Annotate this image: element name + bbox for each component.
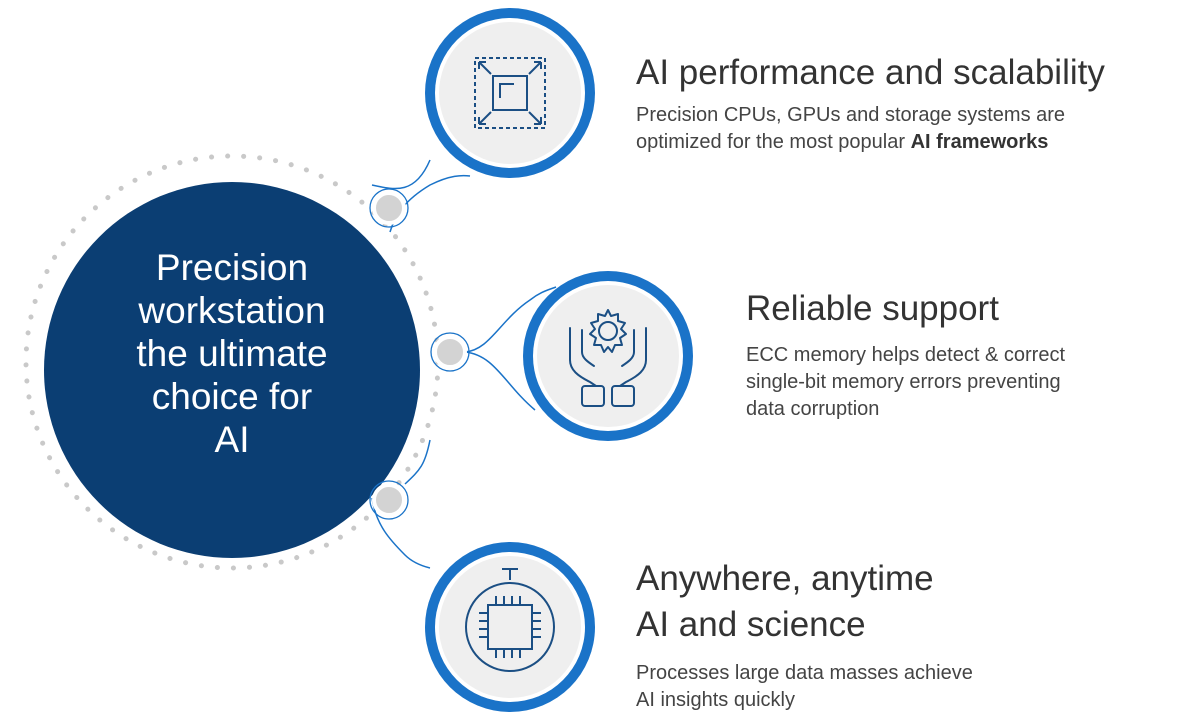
feature-desc-line: single-bit memory errors preventing bbox=[746, 371, 1061, 393]
feature-desc-line: data corruption bbox=[746, 398, 880, 420]
chip-icon bbox=[465, 568, 555, 672]
feature-desc-bold: AI frameworks bbox=[910, 131, 1049, 153]
center-title-line: Precision bbox=[155, 247, 309, 288]
feature-description: ECC memory helps detect & correct single… bbox=[746, 342, 1186, 423]
node-bottom bbox=[372, 483, 406, 517]
feature-title: AI performance and scalability bbox=[636, 53, 1105, 92]
connector-mid-2 bbox=[464, 351, 536, 411]
node-mid-ring bbox=[430, 332, 470, 372]
feature-desc-line: AI insights quickly bbox=[636, 689, 795, 711]
node-top bbox=[372, 191, 406, 225]
feature-description: Processes large data masses achieve AI i… bbox=[636, 660, 1188, 714]
node-bottom-ring bbox=[369, 480, 409, 520]
feature-title-line: Anywhere, anytime bbox=[636, 559, 934, 598]
center-title-line: choice for bbox=[151, 376, 313, 417]
expand-square-icon bbox=[474, 57, 546, 129]
feature-desc-text: optimized for the most popular bbox=[636, 131, 911, 153]
connector-bottom bbox=[371, 497, 431, 569]
feature-title-line: AI and science bbox=[636, 605, 866, 644]
feature-reliable-support: Reliable support ECC memory helps detect… bbox=[746, 288, 1186, 423]
icon-circle-3 bbox=[425, 542, 595, 712]
connector-top bbox=[371, 159, 431, 190]
center-title-line: the ultimate bbox=[136, 333, 328, 374]
feature-desc-line: Precision CPUs, GPUs and storage systems… bbox=[636, 104, 1066, 126]
connector-bottom-2 bbox=[404, 439, 431, 485]
connector-mid bbox=[464, 286, 557, 353]
node-top-ring bbox=[369, 188, 409, 228]
icon-circle-2 bbox=[523, 271, 693, 441]
feature-anywhere-anytime: Anywhere, anytime AI and science Process… bbox=[636, 558, 1188, 714]
feature-title: Reliable support bbox=[746, 289, 999, 328]
center-title: Precision workstation the ultimate choic… bbox=[96, 246, 368, 461]
center-circle bbox=[44, 182, 420, 558]
hands-gear-icon bbox=[569, 309, 647, 407]
node-mid bbox=[433, 335, 467, 369]
feature-desc-line: optimized for the most popular AI framew… bbox=[636, 129, 1188, 156]
feature-ai-performance: AI performance and scalability Precision… bbox=[636, 52, 1188, 156]
feature-desc-line: ECC memory helps detect & correct bbox=[746, 344, 1065, 366]
center-title-line: workstation bbox=[138, 290, 326, 331]
center-title-line: AI bbox=[214, 419, 250, 460]
icon-circle-1 bbox=[425, 8, 595, 178]
feature-description: Precision CPUs, GPUs and storage systems… bbox=[636, 102, 1188, 156]
feature-desc-line: Processes large data masses achieve bbox=[636, 662, 973, 684]
